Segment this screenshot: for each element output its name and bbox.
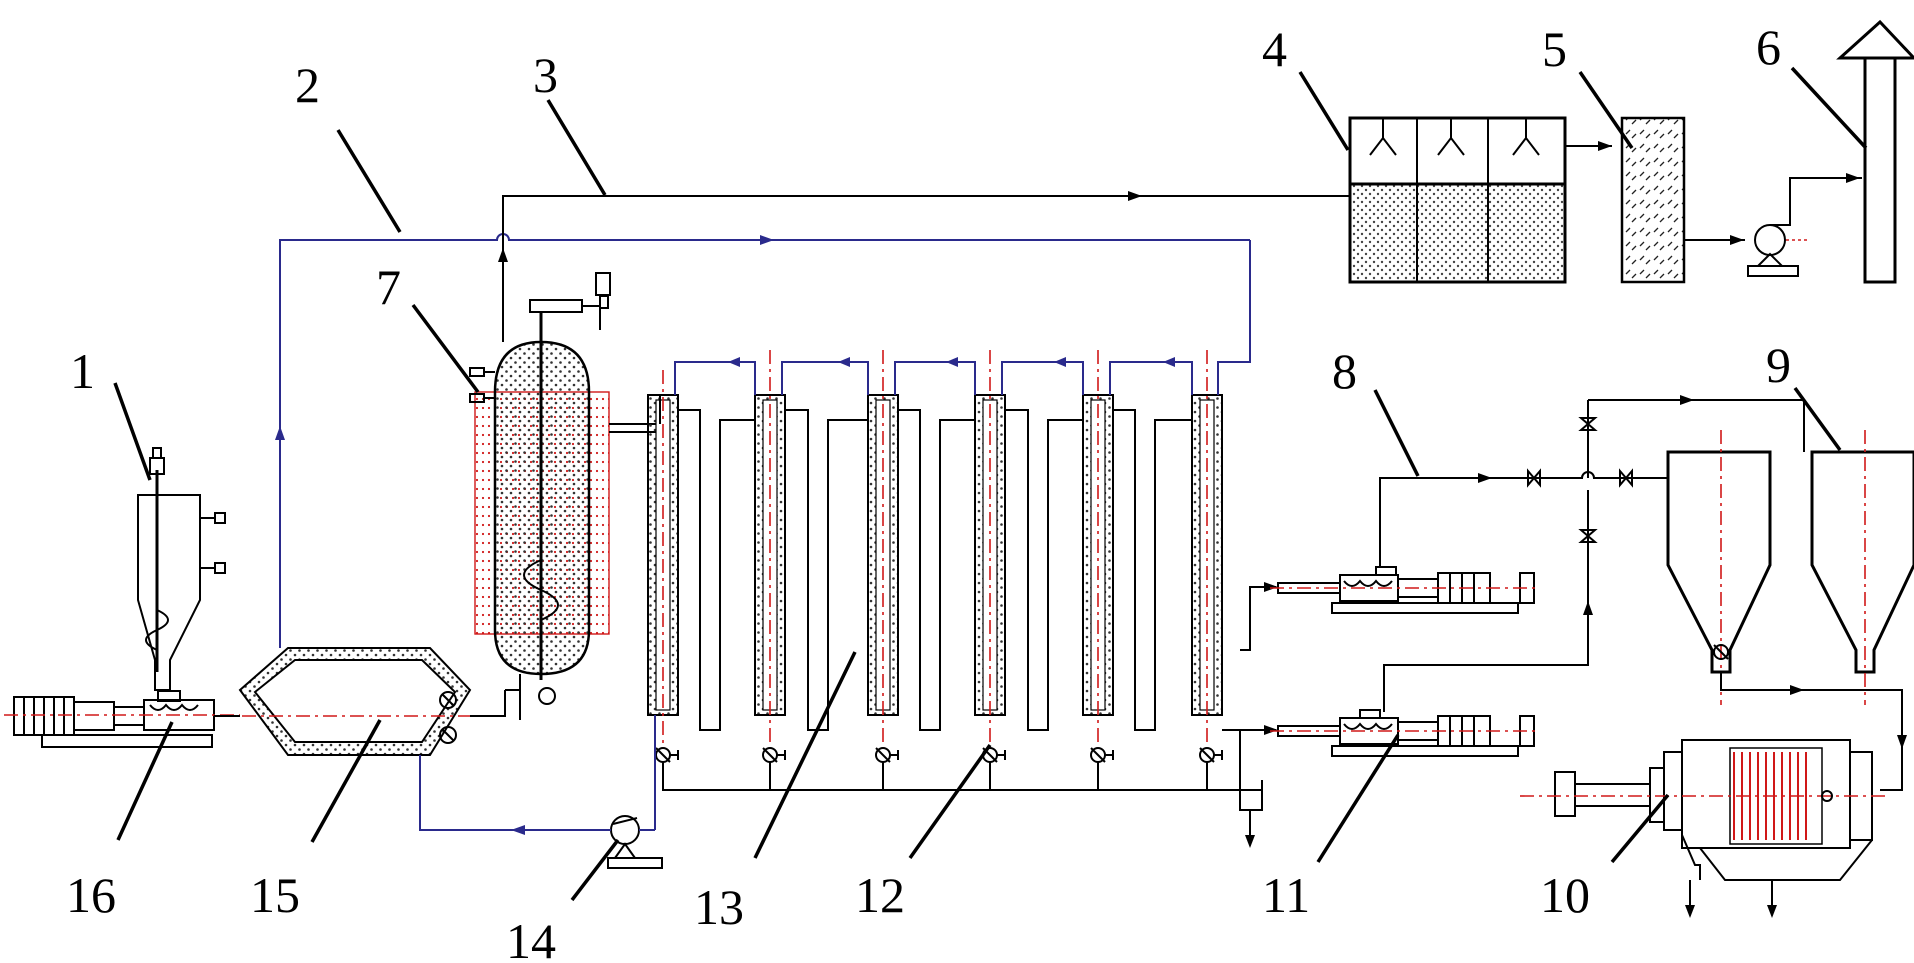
callout-2: 2 <box>295 57 320 113</box>
callout-6: 6 <box>1756 19 1781 75</box>
column-reactor <box>1082 350 1114 763</box>
exhaust-fan <box>1747 173 1862 277</box>
transfer-screw-pump <box>1240 566 1540 651</box>
callout-leaders <box>113 66 1868 902</box>
exhaust-stack <box>1836 19 1914 284</box>
sludge-transfer-line <box>1379 395 1805 712</box>
callout-15: 15 <box>250 867 300 923</box>
callout-9: 9 <box>1766 337 1791 393</box>
circulation-pump <box>419 755 663 869</box>
settling-tanks <box>1666 430 1914 791</box>
callout-7: 7 <box>376 259 401 315</box>
gas-scrubber <box>1348 116 1612 284</box>
column-reactor <box>647 370 679 763</box>
column-reactor <box>1191 350 1223 763</box>
callout-13: 13 <box>694 879 744 935</box>
column-reactor <box>974 350 1006 763</box>
callout-12: 12 <box>855 867 905 923</box>
column-reactor <box>867 350 899 763</box>
callout-5: 5 <box>1542 21 1567 77</box>
gas-line <box>498 191 1350 342</box>
column-reactor-bank <box>647 240 1263 848</box>
callout-10: 10 <box>1540 867 1590 923</box>
callout-14: 14 <box>506 913 556 963</box>
callout-8: 8 <box>1332 343 1357 399</box>
mixing-hopper <box>137 447 226 691</box>
discharge-screw-pump <box>1240 709 1540 757</box>
callout-1: 1 <box>70 343 95 399</box>
callout-3: 3 <box>533 47 558 103</box>
callout-4: 4 <box>1262 21 1287 77</box>
valve-icon <box>1527 417 1633 543</box>
feed-screw-pump <box>4 690 240 748</box>
column-reactor <box>754 350 786 763</box>
preheater-heat-exchanger <box>214 647 506 756</box>
reactor-vessel <box>469 272 660 720</box>
spray-nozzle-icon <box>1369 118 1540 156</box>
filter-press <box>1520 739 1890 918</box>
callout-16: 16 <box>66 867 116 923</box>
adsorption-tower <box>1620 116 1745 284</box>
callout-labels: 1 2 3 4 5 6 7 8 9 10 11 12 13 14 15 16 <box>66 19 1791 963</box>
callout-11: 11 <box>1262 867 1310 923</box>
